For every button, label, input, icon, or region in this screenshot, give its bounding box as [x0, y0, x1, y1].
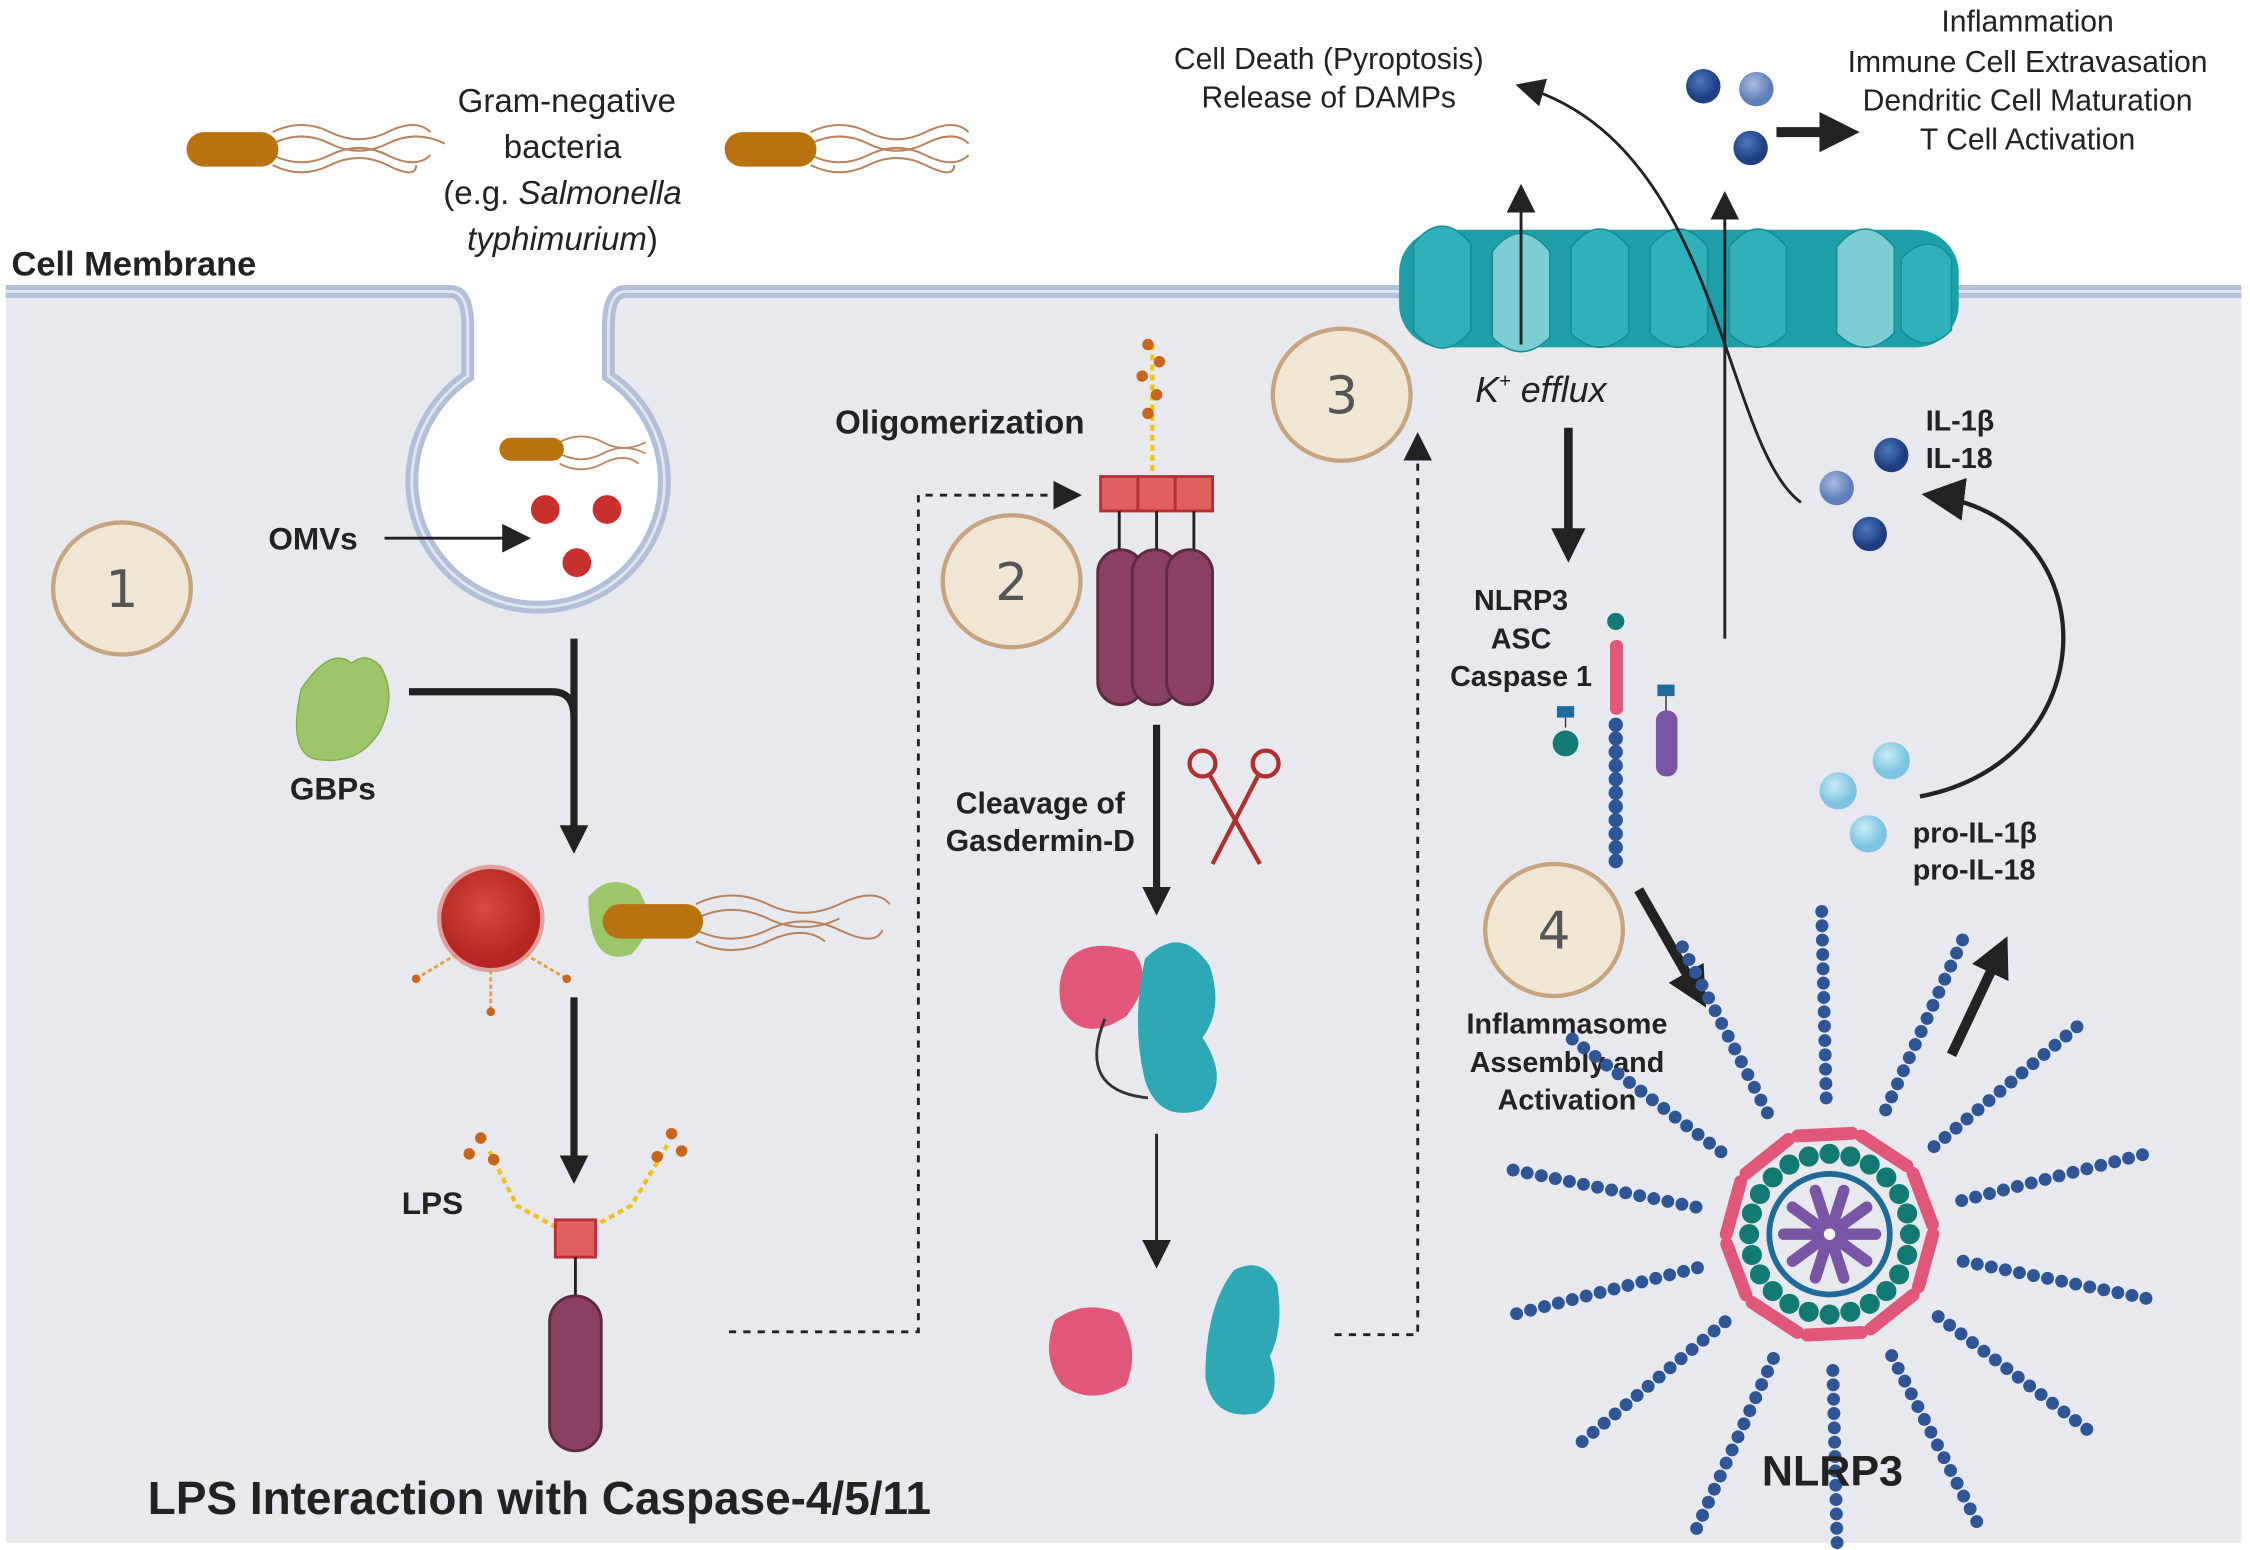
step-2-badge: 2: [940, 513, 1083, 650]
assembly-label: Inflammasome Assembly and Activation: [1467, 1008, 1668, 1116]
bacteria-label-line2: bacteria: [504, 128, 622, 165]
omv-vesicles-icon: [530, 495, 622, 577]
inflammasome-components-label: NLRP3 ASC Caspase 1: [1450, 585, 1592, 693]
released-cytokines-icon: [1686, 69, 1774, 166]
svg-text:Activation: Activation: [1498, 1084, 1637, 1116]
nlrp3-monomer-icon: [1607, 612, 1625, 869]
lps-oligomer-icon: [1096, 338, 1214, 707]
svg-text:2: 2: [995, 553, 1028, 613]
assembly-arrow: [1634, 887, 1707, 1008]
nlrp3-title: NLRP3: [1762, 1447, 1903, 1495]
dashed-connector-1-2: [728, 480, 1082, 1334]
bacterium-icon: [186, 123, 446, 174]
gasdermin-n-fragment-icon: [1048, 1307, 1133, 1396]
cleavage-label-line2: Gasdermin-D: [946, 825, 1135, 858]
lps-label: LPS: [402, 1185, 463, 1221]
svg-text:4: 4: [1538, 902, 1571, 962]
oligomerization-label: Oligomerization: [835, 403, 1084, 440]
cell-membrane-label: Cell Membrane: [11, 246, 256, 284]
svg-text:Inflammation: Inflammation: [1941, 6, 2113, 39]
bacterium-icon: [724, 123, 970, 174]
bacteria-label-line1: Gram-negative: [458, 82, 676, 119]
gasdermin-pore-icon: [1399, 225, 1959, 353]
pro-il-18-label: pro-IL-18: [1913, 855, 2036, 887]
main-title: LPS Interaction with Caspase-4/5/11: [148, 1472, 931, 1524]
cell-death-arrow: [1515, 78, 1802, 504]
scissors-icon: [1187, 748, 1281, 866]
lps-coated-omv-icon: [411, 864, 572, 1017]
k-efflux-label: K+ efflux: [1475, 370, 1607, 410]
svg-text:T Cell Activation: T Cell Activation: [1920, 123, 2135, 156]
cell-death-line1: Cell Death (Pyroptosis): [1174, 43, 1484, 76]
il-processing-arrow: [1919, 477, 2066, 799]
nlrp3-inflammasome-icon: [1506, 904, 2153, 1550]
mature-il-icon: [1819, 437, 1909, 552]
svg-text:Immune Cell Extravasation: Immune Cell Extravasation: [1848, 46, 2208, 79]
svg-text:1: 1: [106, 560, 139, 620]
engulfed-bacterium-icon: [499, 435, 647, 471]
card-domain-icon: [553, 1218, 597, 1259]
il-1b-label: IL-1β: [1926, 406, 1995, 438]
gbp-protein-icon: [295, 657, 390, 761]
step-4-badge: 4: [1483, 861, 1626, 999]
asc-icon: [1552, 706, 1579, 757]
il-18-label: IL-18: [1926, 443, 1993, 475]
caspase-4-5-11-icon: [548, 1294, 603, 1453]
dashed-connector-2-3: [1334, 432, 1433, 1337]
cleavage-label-line1: Cleavage of: [956, 788, 1126, 821]
omvs-label: OMVs: [268, 521, 357, 557]
bacteria-label-line4: typhimurium): [467, 220, 658, 257]
cleavage-output-arrow: [1946, 936, 2009, 1057]
svg-text:Dendritic Cell Maturation: Dendritic Cell Maturation: [1863, 85, 2193, 118]
gbp-coated-bacterium-icon: [588, 881, 891, 957]
step-3-badge: 3: [1270, 326, 1413, 463]
cell-death-line2: Release of DAMPs: [1202, 82, 1457, 115]
gasdermin-c-fragment-icon: [1205, 1265, 1280, 1415]
svg-text:ASC: ASC: [1491, 624, 1552, 656]
pro-il-1b-label: pro-IL-1β: [1913, 817, 2037, 849]
svg-text:Caspase 1: Caspase 1: [1450, 661, 1592, 693]
step-1-badge: 1: [50, 520, 194, 657]
svg-text:3: 3: [1325, 366, 1358, 426]
svg-text:NLRP3: NLRP3: [1474, 585, 1568, 617]
caspase-1-icon: [1655, 684, 1678, 777]
pro-il-icon: [1819, 741, 1910, 853]
gbps-label: GBPs: [290, 770, 376, 806]
gasdermin-d-icon: [1059, 942, 1217, 1113]
svg-text:Inflammasome: Inflammasome: [1467, 1008, 1668, 1040]
bacteria-label-line3: (e.g. Salmonella: [443, 174, 681, 211]
outcomes-list: Inflammation Immune Cell Extravasation D…: [1848, 6, 2208, 157]
svg-text:Assembly and: Assembly and: [1470, 1047, 1665, 1079]
